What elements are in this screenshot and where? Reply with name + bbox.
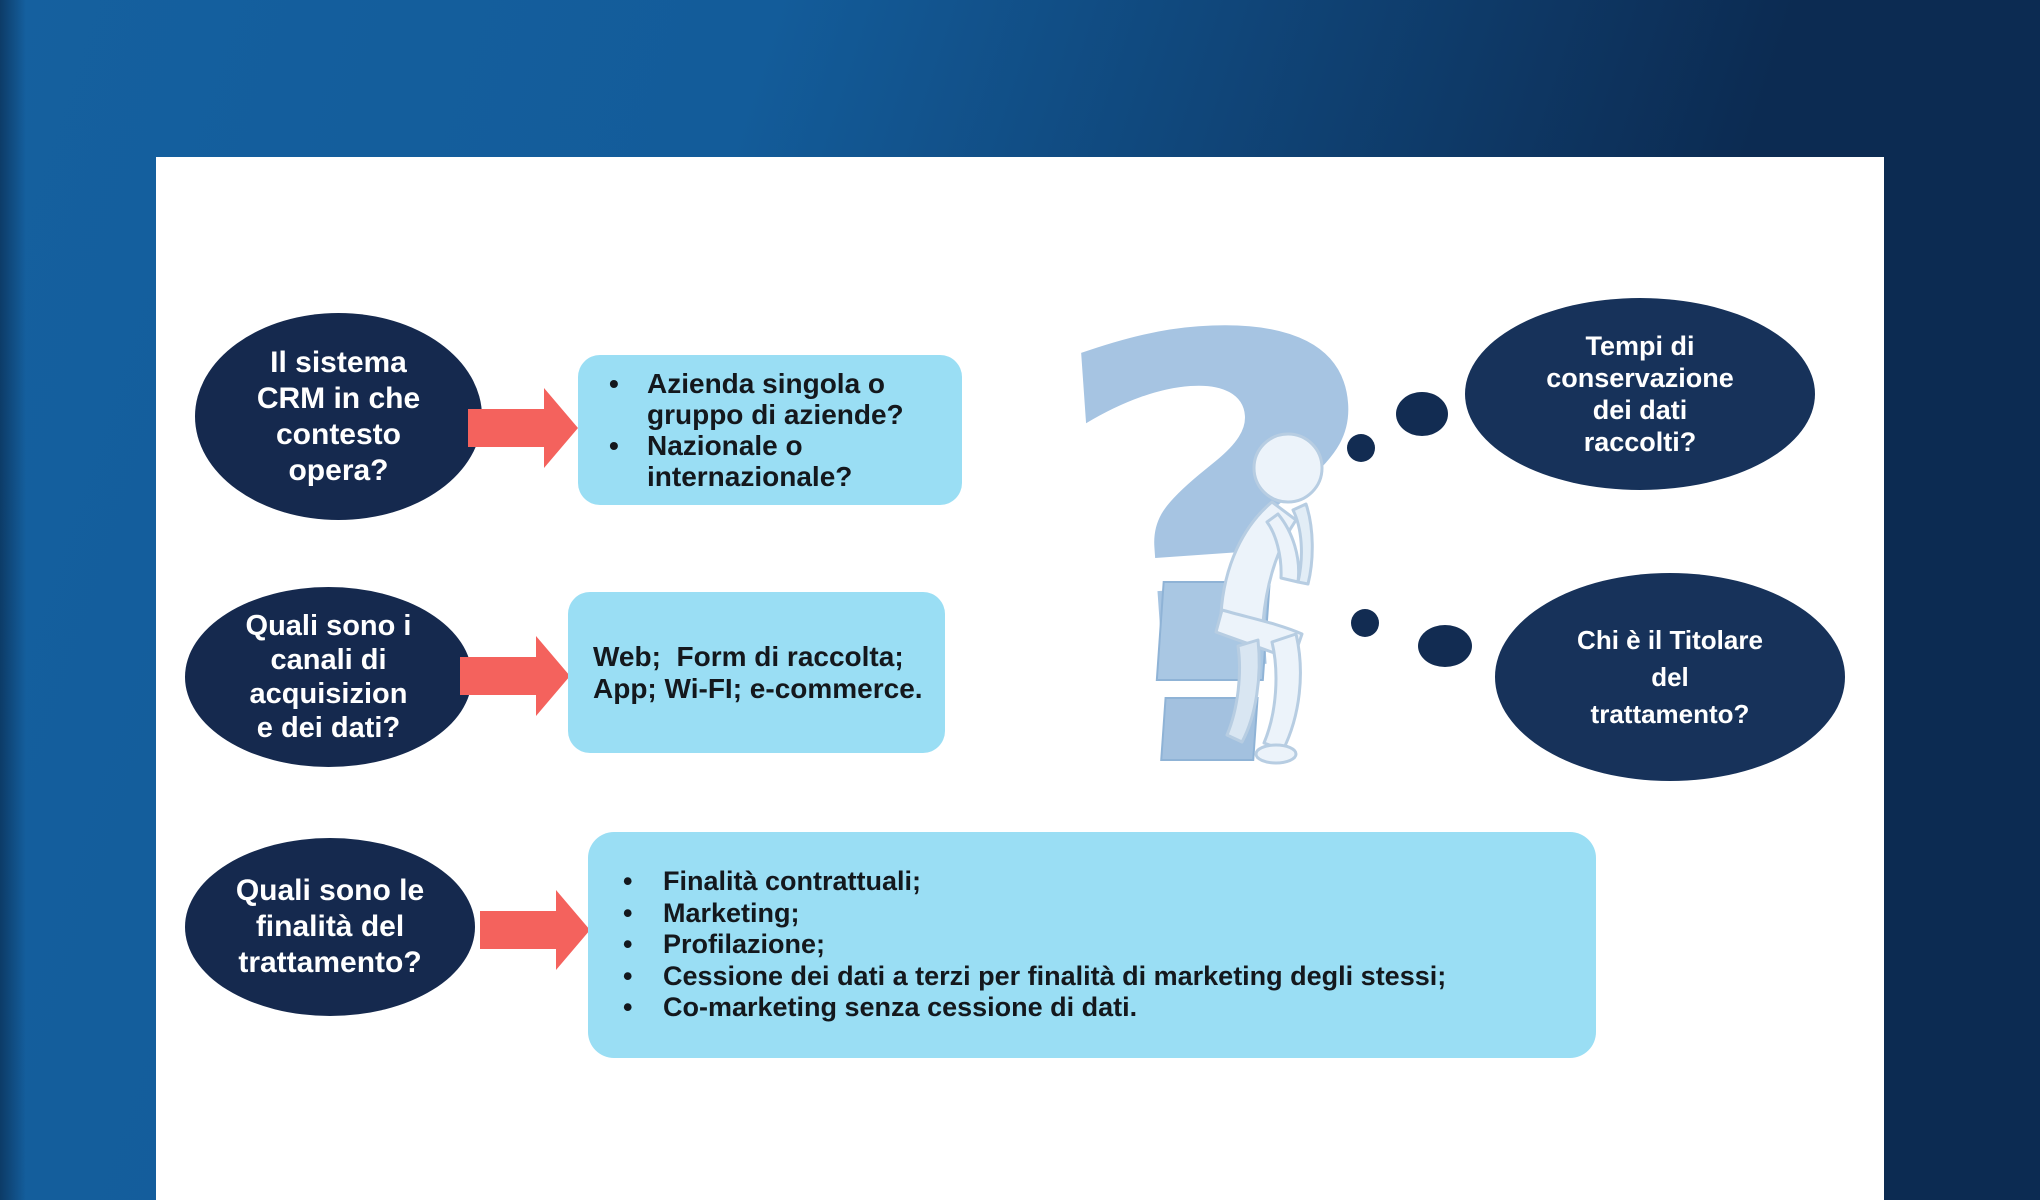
thought-dot-medium <box>1396 392 1448 436</box>
ellipse-text-line: Quali sono i <box>245 610 412 642</box>
bullet-dot: • <box>623 960 633 991</box>
bullet-dot: • <box>609 368 619 399</box>
ellipse-text-line: CRM in che <box>256 381 421 415</box>
bullet-item: • Cessione dei dati a terzi per finalità… <box>617 961 1572 993</box>
ellipse-text-line: Chi è il Titolare <box>1577 624 1763 655</box>
thought-ellipse-data-controller: Chi è il Titolare del trattamento? <box>1495 573 1845 781</box>
ellipse-text-line: conservazione <box>1546 363 1734 393</box>
thought-dot-small <box>1347 434 1375 462</box>
ellipse-text-line: finalità del <box>255 910 405 943</box>
bullet-text: Azienda singola o gruppo di aziende? <box>647 368 904 430</box>
ellipse-text-line: contesto <box>275 417 401 451</box>
bullet-dot: • <box>623 992 633 1023</box>
thought-ellipse-retention-times: Tempi di conservazione dei dati raccolti… <box>1465 298 1815 490</box>
bullet-text: Nazionale o internazionale? <box>647 430 853 492</box>
question-ellipse-data-channels: Quali sono i canali di acquisizion e dei… <box>185 587 472 767</box>
answer-text: Web; Form di raccolta; App; Wi-FI; e-com… <box>593 640 923 704</box>
bullet-item: • Co-marketing senza cessione di dati. <box>617 992 1572 1024</box>
answer-box-acquisition-channels: Web; Form di raccolta; App; Wi-FI; e-com… <box>568 592 945 753</box>
ellipse-text-line: e dei dati? <box>256 712 401 744</box>
ellipse-text-line: canali di <box>270 644 387 676</box>
ellipse-text-line: acquisizion <box>249 678 408 710</box>
bullet-text: Finalità contrattuali; <box>663 866 922 897</box>
bullet-item: • Finalità contrattuali; <box>617 866 1572 898</box>
ellipse-text-line: Quali sono le <box>235 874 425 907</box>
bullet-item: • Nazionale o internazionale? <box>603 430 948 492</box>
bullet-dot: • <box>623 866 633 897</box>
ellipse-text-line: del <box>1651 661 1689 692</box>
ellipse-text-line: Il sistema <box>270 345 407 379</box>
thought-dot-medium <box>1418 625 1472 667</box>
question-ellipse-crm-context: Il sistema CRM in che contesto opera? <box>195 313 482 520</box>
ellipse-text-line: Tempi di <box>1585 331 1695 361</box>
right-arrow-icon <box>468 388 578 468</box>
ellipse-text-line: trattamento? <box>238 946 422 979</box>
bullet-dot: • <box>609 430 619 461</box>
bullet-text: Cessione dei dati a terzi per finalità d… <box>663 960 1447 991</box>
bullet-item: • Marketing; <box>617 898 1572 930</box>
thinker-question-mark-illustration: ? <box>1050 320 1360 775</box>
ellipse-text-line: raccolti? <box>1583 427 1697 457</box>
answer-box-purposes-list: • Finalità contrattuali; • Marketing; • … <box>588 832 1596 1058</box>
answer-box-company-scope: • Azienda singola o gruppo di aziende? •… <box>578 355 962 505</box>
ellipse-text-line: trattamento? <box>1590 698 1750 729</box>
bullet-item: • Azienda singola o gruppo di aziende? <box>603 368 948 430</box>
bullet-text: Profilazione; <box>663 929 826 960</box>
bullet-text: Co-marketing senza cessione di dati. <box>663 992 1138 1023</box>
thought-dot-small <box>1351 609 1379 637</box>
right-arrow-icon <box>460 636 570 716</box>
bullet-dot: • <box>623 929 633 960</box>
right-arrow-icon <box>480 890 590 970</box>
question-ellipse-processing-purposes: Quali sono le finalità del trattamento? <box>185 838 475 1016</box>
bullet-dot: • <box>623 897 633 928</box>
ellipse-text-line: opera? <box>288 453 389 487</box>
bullet-item: • Profilazione; <box>617 929 1572 961</box>
ellipse-text-line: dei dati <box>1592 395 1688 425</box>
bullet-text: Marketing; <box>663 897 800 928</box>
